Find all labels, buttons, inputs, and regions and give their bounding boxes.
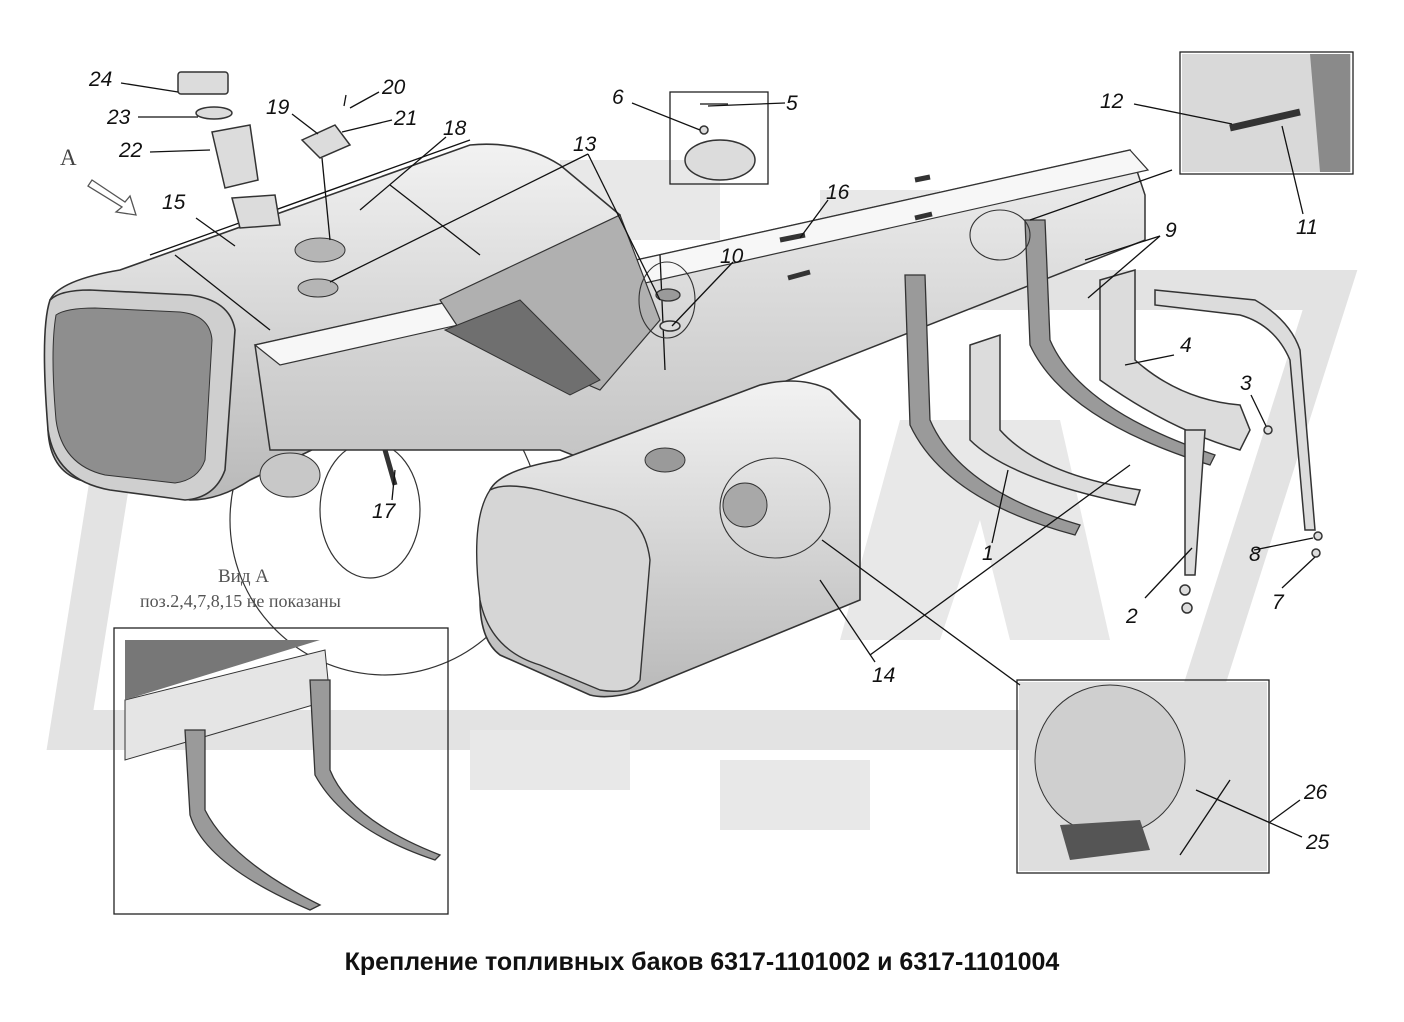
callout-21: 21 — [393, 107, 417, 130]
callout-9: 9 — [1165, 219, 1177, 242]
inset-cover-frame — [669, 91, 769, 185]
frame-rail — [253, 149, 1150, 461]
inset-pin-11-12 — [1179, 51, 1354, 175]
callout-8: 8 — [1249, 543, 1261, 566]
callout-22: 22 — [118, 139, 143, 162]
callout-14: 14 — [872, 664, 895, 687]
view-a-letter: А — [60, 145, 77, 170]
right-fuel-tank — [475, 380, 861, 698]
view-a-caption: Вид А — [218, 566, 269, 587]
callout-5: 5 — [786, 92, 798, 115]
callout-7: 7 — [1272, 591, 1285, 614]
callout-17: 17 — [372, 500, 397, 523]
diagram-title: Крепление топливных баков 6317-1101002 и… — [344, 948, 1060, 976]
inset-view-a — [113, 627, 449, 915]
callout-6: 6 — [612, 86, 624, 109]
callout-20: 20 — [381, 76, 406, 99]
callout-3: 3 — [1240, 372, 1252, 395]
callout-labels: 1 2 3 4 5 6 7 8 9 10 11 12 13 14 15 16 1… — [88, 68, 1330, 854]
callout-16: 16 — [826, 181, 850, 204]
view-a-note: поз.2,4,7,8,15 не показаны — [140, 591, 341, 611]
callout-13: 13 — [573, 133, 597, 156]
leader-lines — [120, 82, 1316, 838]
callout-24: 24 — [88, 68, 112, 91]
callout-25: 25 — [1305, 831, 1330, 854]
callout-18: 18 — [443, 117, 467, 140]
callout-4: 4 — [1180, 334, 1192, 357]
loose-parts — [177, 71, 1031, 486]
callout-2: 2 — [1125, 605, 1138, 628]
callout-1: 1 — [982, 542, 994, 565]
callout-10: 10 — [720, 245, 744, 268]
callout-23: 23 — [106, 106, 131, 129]
bolt-17-detail — [319, 441, 421, 579]
callout-12: 12 — [1100, 90, 1124, 113]
callout-26: 26 — [1303, 781, 1328, 804]
inset-filler-neck — [1016, 679, 1270, 874]
view-a-arrow — [87, 179, 137, 216]
callout-19: 19 — [266, 96, 290, 119]
callout-15: 15 — [162, 191, 186, 214]
callout-11: 11 — [1296, 216, 1318, 239]
tank-brackets — [904, 219, 1323, 614]
